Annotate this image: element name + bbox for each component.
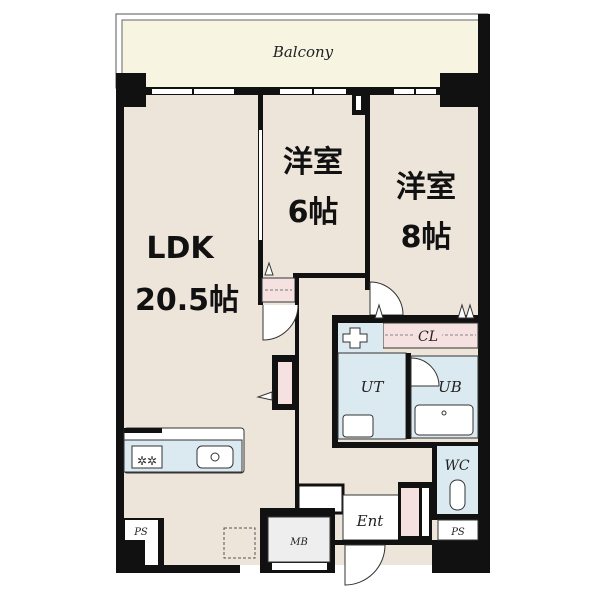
column-left [116,73,146,107]
entrance-label: Ent [356,512,385,530]
pipe-space-right [437,519,479,541]
bathtub-icon [414,404,474,436]
balcony [121,19,483,89]
door-ldk[interactable] [262,304,299,341]
closet-label: CL [418,329,438,345]
wall-room6-bottom [293,273,370,278]
storage [278,362,292,404]
window[interactable] [194,89,234,94]
sliding-door[interactable] [259,130,262,240]
pipe-space-right-label: PS [450,527,465,538]
pipe-space-left-tail [145,540,158,565]
column-right [440,73,490,107]
meter-box-label: MB [289,537,308,548]
shoe-cabinet [401,488,419,536]
utility-label: UT [361,378,385,396]
room8-name: 洋室 [396,170,456,205]
wet-area-walls [332,315,486,448]
wall-gap [422,488,429,536]
room6-name: 洋室 [283,145,343,180]
drain-icon [441,410,447,416]
sink-icon [196,445,234,469]
window[interactable] [394,89,414,94]
balcony-label: Balcony [272,43,334,61]
label-bg [414,328,442,342]
bath-label: UB [438,378,462,396]
burner-icon: ✲✲ [137,454,157,468]
room6-size: 6帖 [288,195,339,230]
arrow-mark [256,391,273,401]
dashed-area [223,527,256,559]
room8-size: 8帖 [401,220,452,255]
window-mb [272,563,327,570]
wall-ut-ub [406,353,411,439]
toilet-label: WC [444,458,469,474]
stove-icon [131,445,163,469]
washbasin-icon [342,327,368,349]
ldk-name: LDK [146,231,215,266]
pipe-space-left [125,520,158,540]
wall-left [116,73,124,573]
entrance [342,494,400,541]
ac-icon [264,261,274,276]
ac-icon [374,303,384,319]
door-bath[interactable] [410,357,440,387]
kitchen-wall [124,428,162,433]
wall-bottom-right [432,540,490,573]
window[interactable] [416,89,436,94]
pipe-space-left-label: PS [133,527,148,538]
wall-bottom-left [116,565,240,573]
ac-icon [457,303,475,319]
wall-room6-room8 [365,95,370,290]
wall-entrance-bottom [330,540,432,545]
washing-machine-icon [342,414,374,438]
window[interactable] [314,89,346,94]
meter-box [267,516,331,563]
ldk-size: 20.5帖 [135,283,239,318]
wall-hall-left [295,273,299,513]
front-door[interactable] [344,544,386,586]
pillar-gap [356,96,361,110]
window[interactable] [152,89,192,94]
drain-icon [210,452,220,462]
toilet-icon [449,479,466,511]
window[interactable] [280,89,312,94]
